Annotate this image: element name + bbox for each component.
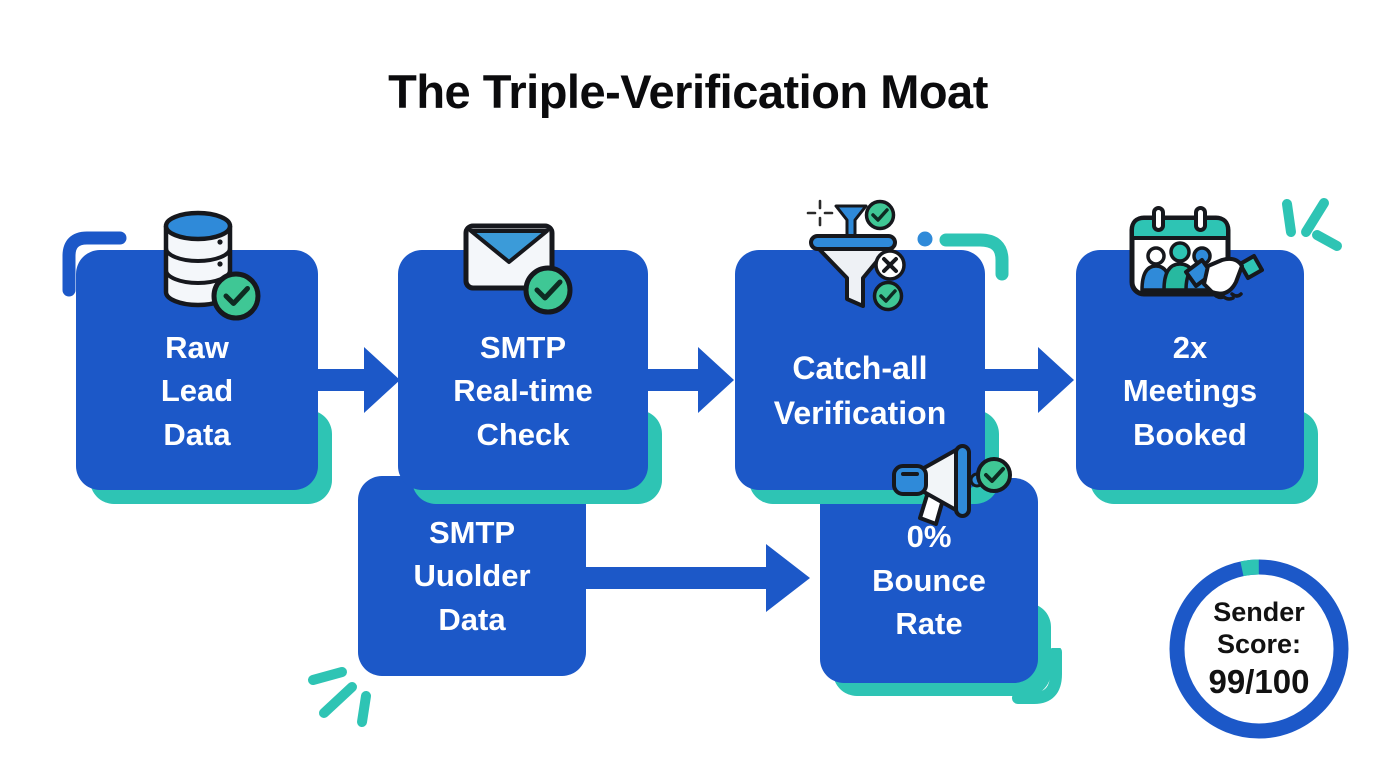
burst-accent-bottom-left (308, 667, 371, 727)
dot-accent (917, 231, 933, 247)
step-smtp-uuolder-data: SMTP Uuolder Data (358, 476, 586, 676)
step-label: Raw Lead Data (160, 329, 234, 452)
score-progress-segment (1169, 559, 1349, 739)
flow-arrow-3 (984, 347, 1074, 413)
step-label: 0% Bounce Rate (872, 519, 986, 642)
database-check-icon (163, 210, 261, 321)
sender-score-label: Sender (1213, 597, 1305, 628)
page-title: The Triple-Verification Moat (388, 65, 988, 118)
step-label: SMTP Uuolder Data (413, 514, 531, 637)
step-raw-lead-data: Raw Lead Data (76, 250, 318, 490)
burst-accent-top-right (1282, 198, 1342, 251)
sender-score-value: 99/100 (1208, 662, 1310, 700)
sender-score-ring (1169, 559, 1349, 739)
flow-arrow-2 (646, 347, 734, 413)
flow-arrow-bottom (584, 544, 810, 612)
step-smtp-realtime-check: SMTP Real-time Check (398, 250, 648, 490)
megaphone-check-icon (892, 444, 1012, 526)
envelope-check-icon (463, 223, 573, 315)
sender-score-badge: Sender Score: 99/100 (1163, 553, 1355, 745)
echo-corner-accent (1012, 648, 1062, 704)
step-label: Catch-all Verification (773, 350, 947, 431)
step-label: SMTP Real-time Check (453, 329, 593, 452)
corner-bracket-teal (917, 231, 1009, 281)
sparkle-icon (806, 199, 834, 227)
step-label: 2x Meetings Booked (1122, 329, 1258, 452)
flow-arrow-1 (316, 347, 400, 413)
calendar-handshake-icon (1129, 206, 1264, 301)
corner-bracket-blue (62, 231, 127, 297)
funnel-filter-icon (806, 199, 906, 312)
sender-score-label: Score: (1216, 628, 1302, 659)
